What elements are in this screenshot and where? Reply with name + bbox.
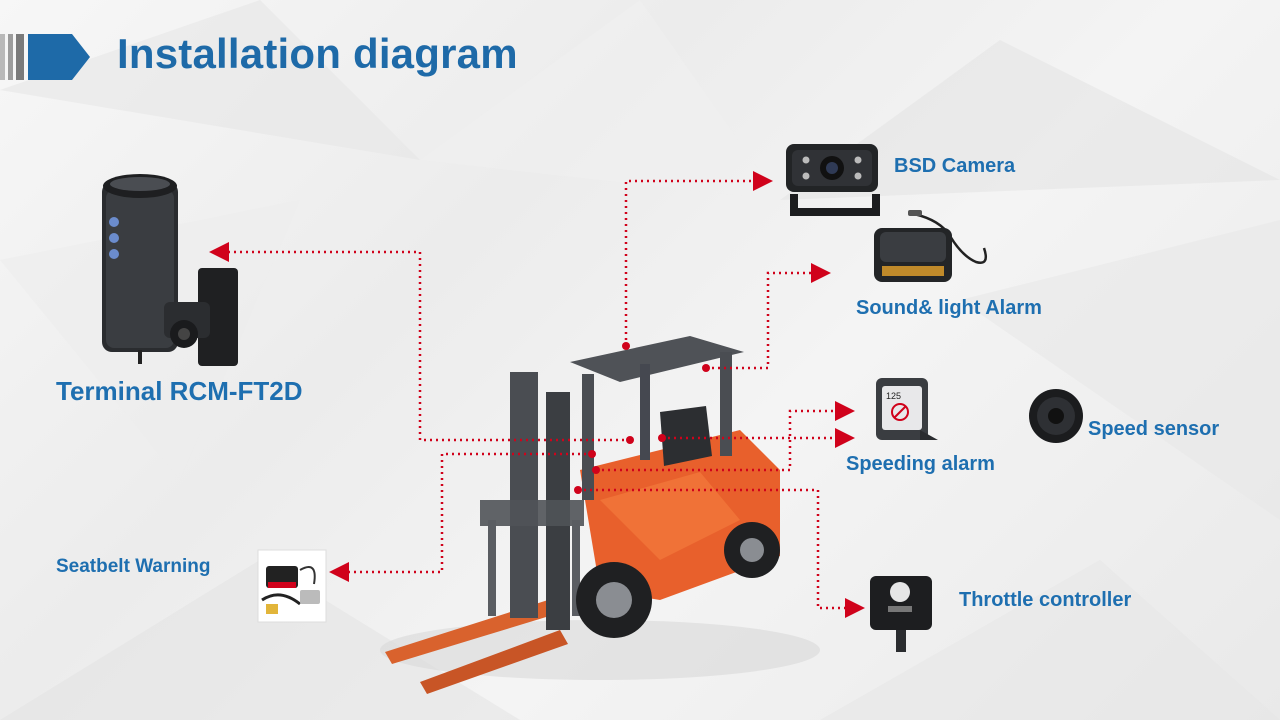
label-speed-sensor: Speed sensor bbox=[1088, 418, 1220, 440]
sound-light-alarm-image bbox=[874, 210, 987, 282]
seatbelt-warning-image bbox=[257, 549, 327, 623]
label-sound-light-alarm: Sound& light Alarm bbox=[856, 297, 1042, 319]
throttle-controller-image bbox=[870, 576, 932, 652]
page-title: Installation diagram bbox=[117, 30, 518, 77]
svg-text:125: 125 bbox=[886, 391, 901, 401]
label-seatbelt-warning: Seatbelt Warning bbox=[56, 556, 211, 577]
connector-sound-alarm bbox=[706, 263, 831, 370]
connector-bsd-camera bbox=[624, 171, 773, 346]
connector-throttle bbox=[578, 488, 865, 618]
label-terminal: Terminal RCM-FT2D bbox=[56, 376, 303, 406]
bsd-camera-image bbox=[786, 144, 880, 216]
speeding-alarm-image: 125 bbox=[876, 378, 938, 440]
speed-sensor-image bbox=[1029, 389, 1083, 443]
connector-nodes bbox=[574, 342, 710, 494]
terminal-device-image bbox=[102, 174, 238, 366]
connector-speeding-alarm-1 bbox=[596, 401, 855, 472]
connector-lines bbox=[209, 171, 865, 618]
label-throttle-controller: Throttle controller bbox=[959, 589, 1132, 611]
label-speeding-alarm: Speeding alarm bbox=[846, 453, 995, 475]
header-accent-bar bbox=[0, 34, 90, 80]
forklift-image bbox=[380, 336, 820, 694]
label-bsd-camera: BSD Camera bbox=[894, 155, 1016, 177]
